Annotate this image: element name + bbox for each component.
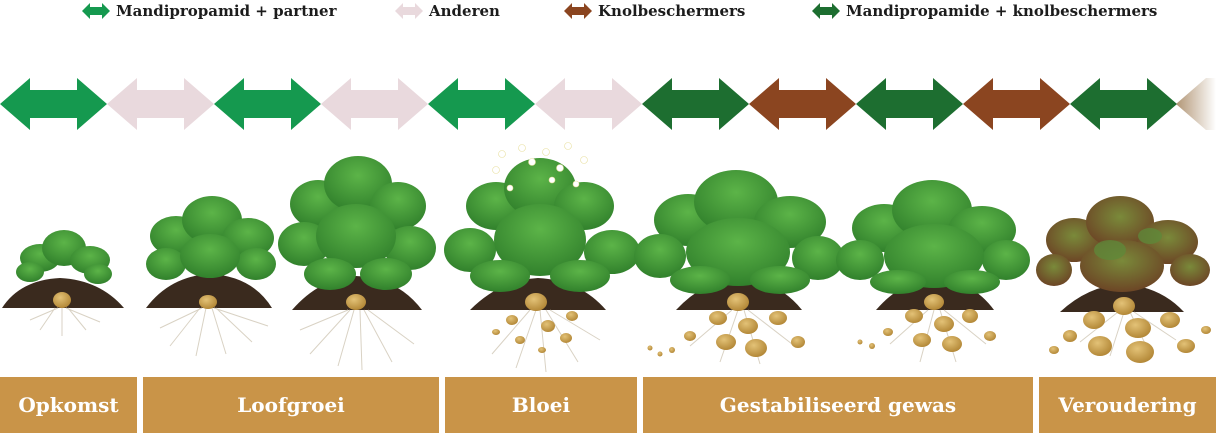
double-arrow-icon bbox=[564, 3, 592, 19]
treatment-arrow-11 bbox=[1070, 78, 1177, 130]
treatment-arrow-8 bbox=[749, 78, 856, 130]
legend-label: Knolbeschermers bbox=[598, 2, 746, 20]
double-arrow-icon bbox=[395, 3, 423, 19]
plant-senescence bbox=[1036, 196, 1211, 363]
legend-item-mandipropamid-partner: Mandipropamid + partner bbox=[82, 0, 336, 22]
stage-veroudering: Veroudering bbox=[1039, 377, 1216, 433]
stage-gestabiliseerd-gewas: Gestabiliseerd gewas bbox=[643, 377, 1033, 433]
legend-item-mandipropamide-knolbeschermers: Mandipropamide + knolbeschermers bbox=[812, 0, 1157, 22]
legend: Mandipropamid + partner Anderen Knolbesc… bbox=[0, 0, 1216, 24]
stage-bloei: Bloei bbox=[445, 377, 637, 433]
double-arrow-icon bbox=[812, 3, 840, 19]
legend-item-knolbeschermers: Knolbeschermers bbox=[564, 0, 745, 22]
treatment-arrow-9 bbox=[856, 78, 963, 130]
treatment-arrow-row bbox=[0, 72, 1216, 136]
double-arrow-icon bbox=[82, 3, 110, 19]
fading-arrow-tail bbox=[1176, 78, 1216, 130]
treatment-arrow-3 bbox=[214, 78, 321, 130]
legend-label: Mandipropamide + knolbeschermers bbox=[846, 2, 1158, 20]
plant-stabilized-2 bbox=[836, 180, 1030, 363]
treatment-arrow-5 bbox=[428, 78, 535, 130]
legend-item-anderen: Anderen bbox=[395, 0, 500, 22]
stage-opkomst: Opkomst bbox=[0, 377, 137, 433]
plant-stabilized-1 bbox=[634, 170, 844, 365]
treatment-arrow-10 bbox=[963, 78, 1070, 130]
treatment-arrow-1 bbox=[0, 78, 107, 130]
treatment-arrow-7 bbox=[642, 78, 749, 130]
treatment-arrow-4 bbox=[321, 78, 428, 130]
stage-loofgroei: Loofgroei bbox=[143, 377, 439, 433]
plant-flowering bbox=[444, 142, 640, 373]
potato-growth-illustration bbox=[0, 140, 1216, 376]
plant-emergence bbox=[2, 230, 124, 336]
legend-label: Anderen bbox=[429, 2, 500, 20]
plant-leaf-growth-small bbox=[146, 196, 276, 357]
treatment-arrows bbox=[0, 78, 1216, 130]
treatment-arrow-6 bbox=[535, 78, 642, 130]
plant-leaf-growth-large bbox=[278, 156, 436, 371]
legend-label: Mandipropamid + partner bbox=[116, 2, 337, 20]
treatment-arrow-2 bbox=[107, 78, 214, 130]
